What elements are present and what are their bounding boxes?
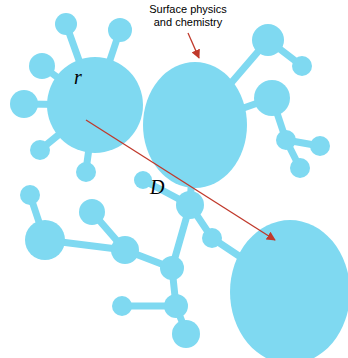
small-particle: [254, 80, 290, 116]
small-particle: [79, 199, 105, 225]
small-particle: [172, 320, 200, 348]
small-particle: [29, 53, 55, 79]
leader-arrow: [188, 33, 199, 58]
small-particle: [292, 56, 312, 76]
small-particle: [176, 191, 204, 219]
small-particle: [310, 136, 330, 156]
callout-note: Surface physics and chemistry: [143, 3, 233, 29]
primary-particle: [230, 220, 348, 358]
small-particle: [108, 18, 132, 42]
small-particle: [164, 294, 188, 318]
small-particle: [10, 90, 38, 118]
primary-particle: [143, 62, 247, 188]
small-particle: [276, 130, 296, 150]
small-particle: [30, 140, 50, 160]
radius-symbol: r: [74, 66, 82, 88]
small-particle: [25, 220, 65, 260]
diameter-symbol: D: [150, 176, 164, 198]
small-particle: [55, 13, 77, 35]
small-particle: [290, 158, 310, 178]
small-particle: [20, 185, 40, 205]
small-particle: [76, 162, 96, 182]
primary-particle: [47, 57, 143, 153]
small-particle: [111, 236, 139, 264]
dimension-arrow: [86, 120, 275, 240]
small-particle: [112, 296, 132, 316]
small-particle: [252, 24, 284, 56]
small-particle: [160, 256, 184, 280]
small-particle: [202, 228, 222, 248]
particles: [10, 13, 348, 358]
small-particle: [134, 171, 152, 189]
